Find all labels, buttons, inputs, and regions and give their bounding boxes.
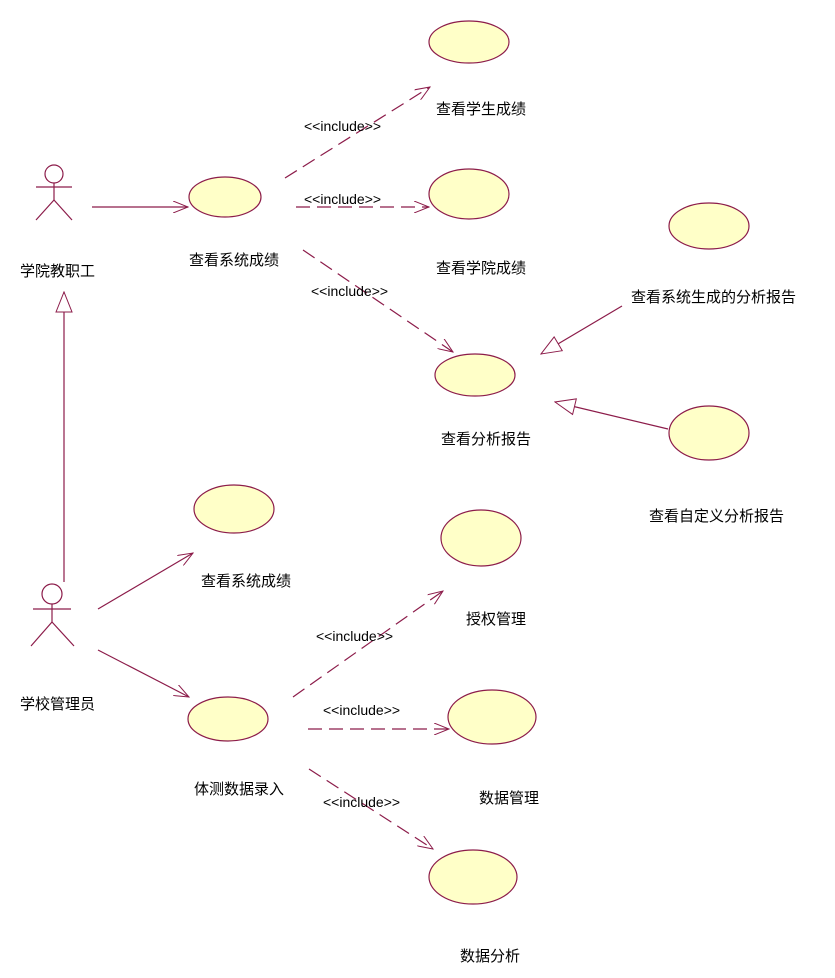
usecase-label-view-student-scores: 查看学生成绩	[436, 100, 526, 118]
usecase-data-mgmt	[447, 689, 537, 745]
actor-faculty-label: 学院教职工	[20, 262, 95, 280]
usecase-view-generated-report	[668, 202, 750, 250]
usecase-data-analysis	[428, 849, 518, 905]
include-label-1: <<include>>	[304, 118, 381, 134]
include-label-5: <<include>>	[323, 702, 400, 718]
usecase-fitness-data-entry	[187, 696, 269, 742]
actor-admin-label: 学校管理员	[20, 695, 95, 713]
generalization-generated-report	[541, 305, 623, 354]
usecase-label-view-college-scores: 查看学院成绩	[436, 259, 526, 277]
usecase-view-system-scores-faculty	[188, 176, 262, 218]
usecase-label-data-analysis: 数据分析	[460, 947, 520, 965]
usecase-label-view-system-scores-admin: 查看系统成绩	[201, 572, 291, 590]
include-label-3: <<include>>	[311, 283, 388, 299]
usecase-view-student-scores	[428, 20, 510, 64]
include-edge-student-scores	[284, 87, 430, 179]
usecase-label-view-generated-report: 查看系统生成的分析报告	[631, 288, 796, 306]
usecase-view-college-scores	[428, 168, 510, 220]
association-admin-view-system-scores	[97, 553, 193, 610]
usecase-view-analysis-report	[434, 353, 516, 397]
usecase-view-custom-report	[668, 405, 750, 461]
usecase-label-view-system-scores-faculty: 查看系统成绩	[189, 251, 279, 269]
include-label-4: <<include>>	[316, 628, 393, 644]
usecase-view-system-scores-admin	[193, 484, 275, 534]
usecase-authorization-mgmt	[440, 509, 522, 567]
include-label-2: <<include>>	[304, 191, 381, 207]
usecase-label-fitness-data-entry: 体测数据录入	[194, 780, 284, 798]
association-admin-fitness-data-entry	[97, 649, 189, 697]
include-edge-data-analysis	[308, 768, 433, 849]
actor-faculty	[35, 164, 73, 221]
usecase-label-data-mgmt: 数据管理	[479, 789, 539, 807]
usecase-label-view-analysis-report: 查看分析报告	[441, 430, 531, 448]
include-edge-authorization	[292, 591, 443, 698]
actor-admin	[30, 583, 75, 647]
include-label-6: <<include>>	[323, 794, 400, 810]
generalization-custom-report	[555, 402, 669, 430]
usecase-label-view-custom-report: 查看自定义分析报告	[649, 507, 784, 525]
include-edge-analysis-report	[302, 249, 453, 352]
usecase-label-authorization-mgmt: 授权管理	[466, 610, 526, 628]
